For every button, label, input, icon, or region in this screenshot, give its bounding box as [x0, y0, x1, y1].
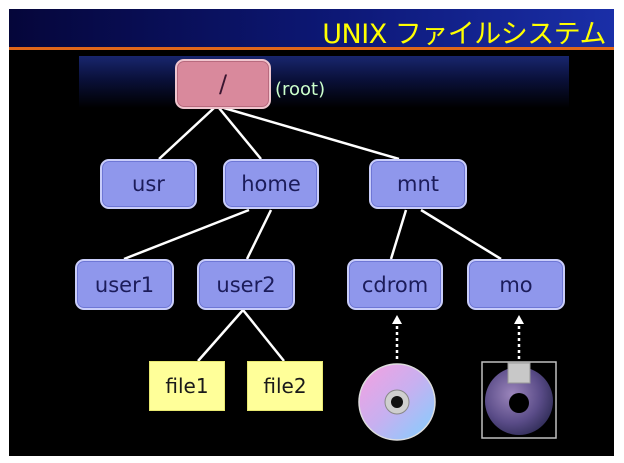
slide-title: UNIX ファイルシステム	[322, 19, 606, 50]
edge-mnt-cdrom	[389, 209, 408, 260]
edge-mnt-mo	[420, 208, 502, 261]
edge-root-home	[218, 107, 262, 160]
node-user2: user2	[197, 259, 295, 310]
cd-disc-icon	[358, 363, 436, 441]
slide: UNIX ファイルシステム / (root) usr home	[9, 9, 614, 456]
banner-accent-line	[9, 47, 614, 50]
root-note: (root)	[275, 79, 326, 100]
node-user1-label: user1	[94, 272, 155, 297]
header-glow	[79, 56, 569, 108]
edge-user2-file2	[242, 309, 285, 362]
node-home-label: home	[241, 172, 301, 196]
edge-user2-file1	[197, 309, 244, 362]
tree-edges	[123, 106, 524, 362]
title-banner: UNIX ファイルシステム	[9, 9, 614, 50]
node-home: home	[223, 159, 319, 209]
node-cdrom: cdrom	[347, 259, 443, 310]
node-usr-label: usr	[132, 172, 165, 196]
node-root: /	[175, 59, 271, 109]
mo-disk-icon	[481, 361, 557, 439]
node-user2-label: user2	[216, 272, 276, 297]
edge-home-user2	[245, 209, 273, 260]
file1-label: file1	[165, 374, 209, 398]
node-mnt-label: mnt	[397, 172, 439, 196]
node-cdrom-label: cdrom	[361, 272, 429, 297]
file2-label: file2	[263, 374, 307, 398]
edge-home-user1	[123, 208, 250, 261]
node-mo: mo	[467, 259, 565, 310]
arrowhead-cdrom	[392, 315, 402, 324]
file-node-file2: file2	[247, 361, 323, 411]
node-usr: usr	[100, 159, 197, 209]
node-mo-label: mo	[499, 272, 533, 297]
node-mnt: mnt	[369, 159, 467, 209]
node-user1: user1	[75, 259, 174, 310]
file-node-file1: file1	[149, 361, 225, 411]
node-root-label: /	[218, 70, 228, 98]
arrowhead-mo	[514, 315, 524, 324]
edge-root-mnt	[223, 106, 400, 161]
edge-root-usr	[158, 107, 215, 160]
